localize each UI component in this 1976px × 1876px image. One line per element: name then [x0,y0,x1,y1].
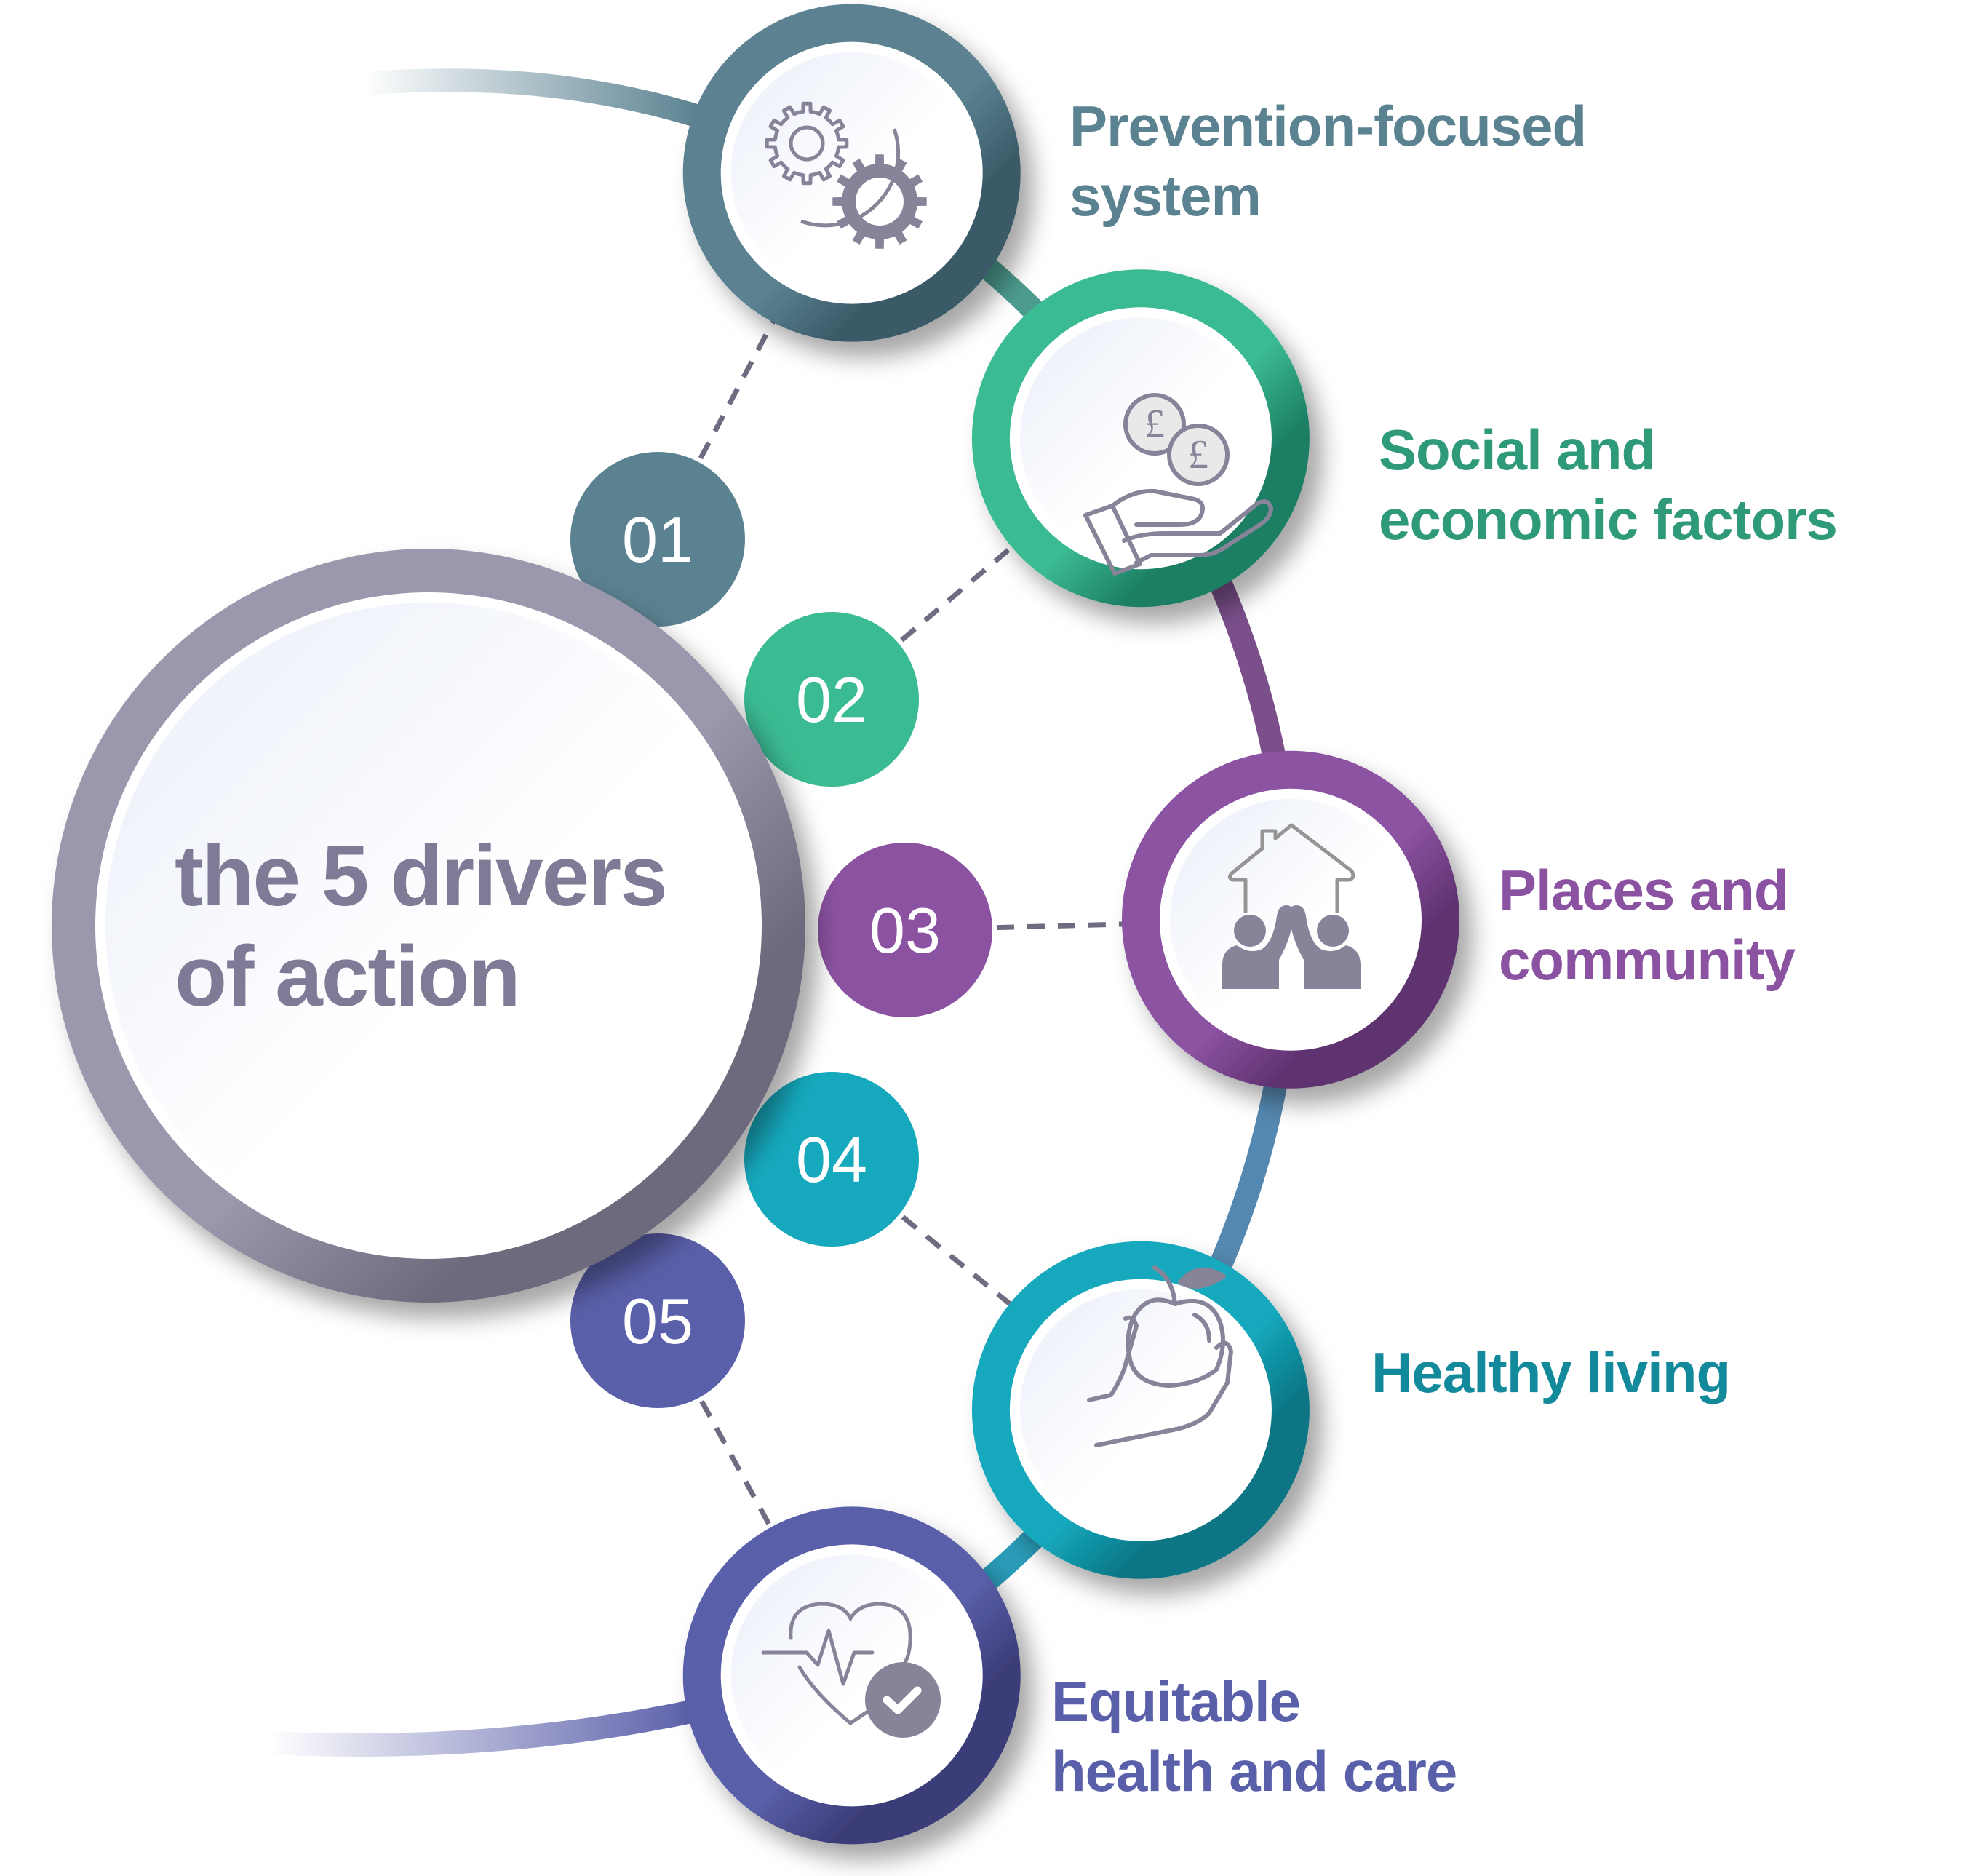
heart-check-icon [761,1602,941,1738]
badge-circle [570,1233,745,1408]
center-title: the 5 drivers of action [175,826,668,1027]
driver-label-1-line1: Prevention-focused [1069,94,1587,158]
number-badge-03: 03 [818,843,992,1017]
badge-number: 04 [796,1124,867,1196]
badge-circle [744,612,919,787]
coins-in-hand-icon: £ £ [1083,393,1273,576]
center-title-line1: the 5 drivers [175,828,668,924]
number-badge-04: 04 [744,1072,919,1247]
driver-label-5-line1: Equitable [1051,1669,1301,1733]
driver-label-2: Social and economic factors [1379,415,1838,555]
number-badge-02: 02 [744,612,919,787]
driver-label-5: Equitable health and care [1051,1666,1457,1806]
driver-label-4: Healthy living [1371,1338,1731,1407]
apple-in-hand-icon [1087,1265,1233,1447]
driver-label-1-line2: system [1069,164,1262,228]
badge-circle [570,452,745,627]
center-circle [52,549,805,1303]
house-community-icon [1222,823,1361,989]
number-badge-05: 05 [570,1233,745,1408]
driver-circle-05 [682,1506,1021,1845]
driver-circle-01 [682,4,1021,342]
badge-number: 01 [622,504,693,576]
badge-number: 03 [869,894,941,966]
badge-number: 02 [796,664,867,736]
number-badges: 01 02 03 04 05 [570,452,992,1408]
svg-text:£: £ [1188,432,1208,477]
center-title-line2: of action [175,929,521,1025]
number-badge-01: 01 [570,452,745,627]
badge-circle [818,843,992,1017]
gears-icon [765,101,927,249]
driver-label-5-line2: health and care [1051,1739,1457,1803]
driver-label-2-line1: Social and [1379,418,1656,482]
driver-label-1: Prevention-focused system [1069,91,1587,231]
arc-bottom-tail [268,1698,701,1757]
badge-circle [744,1072,919,1247]
driver-label-3: Places and community [1499,855,1796,995]
driver-label-4-line1: Healthy living [1371,1340,1731,1404]
svg-text:£: £ [1144,402,1165,447]
badge-number: 05 [622,1285,693,1357]
driver-circle-04 [971,1241,1310,1579]
driver-label-2-line2: economic factors [1379,488,1838,552]
driver-label-3-line2: community [1499,928,1796,992]
arc-top-tail [362,68,702,128]
driver-label-3-line1: Places and [1499,858,1789,922]
